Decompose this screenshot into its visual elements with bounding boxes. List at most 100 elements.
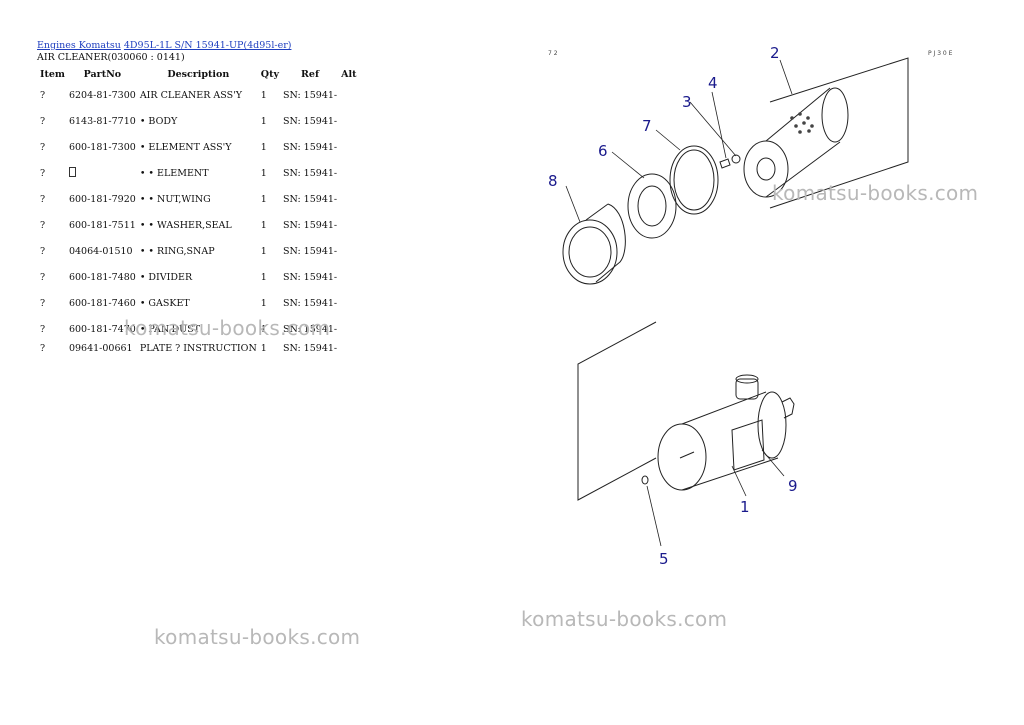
cell-alt bbox=[339, 342, 358, 354]
body-cylinder-edges bbox=[765, 87, 841, 198]
col-header-partno: PartNo bbox=[83, 68, 122, 80]
body-vent-holes bbox=[790, 112, 814, 134]
wing-nut bbox=[719, 158, 731, 169]
table-row: ? 600-181-7460 • GASKET 1 SN: 15941- bbox=[37, 290, 359, 316]
table-row: ? 600-181-7920 • • NUT,WING 1 SN: 15941- bbox=[37, 186, 359, 212]
cell-alt bbox=[339, 212, 358, 238]
callout-2: 2 bbox=[770, 44, 780, 62]
col-header-item: Item bbox=[40, 68, 65, 80]
breadcrumb-link-engines[interactable]: Engines Komatsu bbox=[37, 40, 121, 51]
table-row: ? 09641-00661 PLATE ? INSTRUCTION 1 SN: … bbox=[37, 342, 359, 354]
table-row: ? 6143-81-7710 • BODY 1 SN: 15941- bbox=[37, 108, 359, 134]
callout-5: 5 bbox=[659, 550, 669, 568]
cell-qty: 1 bbox=[260, 141, 267, 153]
cleaner-cylinder-edges bbox=[681, 391, 779, 491]
cell-alt bbox=[339, 290, 358, 316]
cell-item: ? bbox=[40, 141, 46, 153]
cell-ref: SN: 15941- bbox=[282, 193, 338, 205]
dust-pan-face bbox=[562, 219, 618, 285]
lower-assembly-drawing bbox=[577, 321, 795, 501]
inlet-pipe-top bbox=[735, 374, 759, 384]
table-row: ? 600-181-7511 • • WASHER,SEAL 1 SN: 159… bbox=[37, 212, 359, 238]
cell-qty: 1 bbox=[260, 271, 267, 283]
upper-assembly-drawing bbox=[562, 57, 909, 285]
breadcrumb: Engines Komatsu 4D95L-1L S/N 15941-UP(4d… bbox=[37, 40, 367, 52]
cell-qty: 1 bbox=[260, 245, 267, 257]
cell-description: PLATE ? INSTRUCTION bbox=[139, 342, 257, 354]
callout-1: 1 bbox=[740, 498, 750, 516]
cell-description: AIR CLEANER ASS'Y bbox=[139, 89, 242, 101]
cell-ref: SN: 15941- bbox=[282, 297, 338, 309]
gasket-ring-outer bbox=[669, 145, 719, 215]
wing-nut-stud bbox=[679, 451, 695, 459]
cell-item: ? bbox=[40, 323, 46, 335]
cell-item: ? bbox=[40, 167, 46, 179]
callout-6: 6 bbox=[598, 142, 608, 160]
cell-partno: 600-181-7300 bbox=[68, 141, 136, 153]
cell-description: • • WASHER,SEAL bbox=[139, 219, 232, 231]
cleaner-inlet-pipe bbox=[735, 378, 759, 400]
callout-8: 8 bbox=[548, 172, 558, 190]
seal-washer bbox=[731, 154, 741, 164]
watermark: komatsu-books.com bbox=[124, 316, 331, 340]
table-header-row: Item PartNo Description Qty Ref Alt bbox=[37, 66, 359, 82]
table-row: ? 6204-81-7300 AIR CLEANER ASS'Y 1 SN: 1… bbox=[37, 82, 359, 108]
watermark: komatsu-books.com bbox=[772, 181, 979, 205]
body-back-rim bbox=[821, 87, 849, 143]
cleaner-back-rim bbox=[757, 391, 787, 459]
cell-alt bbox=[339, 82, 358, 108]
cell-ref: SN: 15941- bbox=[282, 167, 338, 179]
body-outlet bbox=[756, 157, 776, 181]
lower-leader-lines bbox=[646, 449, 785, 547]
cell-description: • PAN,DUST bbox=[139, 323, 201, 335]
col-header-alt: Alt bbox=[341, 68, 357, 80]
section-title: AIR CLEANER(030060 : 0141) bbox=[37, 52, 185, 63]
cell-alt bbox=[339, 186, 358, 212]
breadcrumb-link-model[interactable]: 4D95L-1L S/N 15941-UP(4d95l-er) bbox=[123, 40, 292, 51]
cell-alt bbox=[339, 316, 358, 342]
cell-ref: SN: 15941- bbox=[282, 342, 338, 354]
table-row: ? 04064-01510 • • RING,SNAP 1 SN: 15941- bbox=[37, 238, 359, 264]
cell-alt bbox=[339, 160, 358, 186]
cell-alt bbox=[339, 134, 358, 160]
table-row: ? • • ELEMENT 1 SN: 15941- bbox=[37, 160, 359, 186]
cell-qty: 1 bbox=[260, 193, 267, 205]
cell-qty: 1 bbox=[260, 167, 267, 179]
cell-qty: 1 bbox=[260, 342, 267, 354]
cleaner-outlet bbox=[781, 397, 795, 419]
cell-partno: 600-181-7480 bbox=[68, 271, 136, 283]
cell-ref: SN: 15941- bbox=[282, 219, 338, 231]
cell-partno: 600-181-7470 bbox=[68, 323, 136, 335]
diagram-page-tag: 7 2 bbox=[548, 50, 558, 57]
cell-qty: 1 bbox=[260, 297, 267, 309]
mounting-plate-outline bbox=[769, 57, 909, 209]
cell-item: ? bbox=[40, 297, 46, 309]
dust-pan-body bbox=[585, 203, 626, 283]
cell-item: ? bbox=[40, 115, 46, 127]
cell-alt bbox=[339, 264, 358, 290]
cell-qty: 1 bbox=[260, 219, 267, 231]
dust-pan-lip bbox=[568, 226, 612, 278]
parts-table: Item PartNo Description Qty Ref Alt ? 62… bbox=[37, 66, 359, 354]
cell-partno: 09641-00661 bbox=[68, 342, 133, 354]
cell-partno bbox=[67, 160, 138, 186]
cell-ref: SN: 15941- bbox=[282, 89, 338, 101]
divider-inner bbox=[637, 185, 667, 227]
cell-qty: 1 bbox=[260, 89, 267, 101]
cell-ref: SN: 15941- bbox=[282, 271, 338, 283]
col-header-qty: Qty bbox=[260, 68, 279, 80]
parts-list-panel: Engines Komatsu 4D95L-1L S/N 15941-UP(4d… bbox=[37, 40, 367, 354]
cell-partno: 600-181-7920 bbox=[68, 193, 136, 205]
cell-description: • • RING,SNAP bbox=[139, 245, 215, 257]
exploded-parts-diagram: 7 2 P J 3 0 E bbox=[548, 44, 953, 568]
cell-partno: 600-181-7511 bbox=[68, 219, 136, 231]
cell-description: • • NUT,WING bbox=[139, 193, 211, 205]
cell-alt bbox=[339, 238, 358, 264]
watermark: komatsu-books.com bbox=[154, 625, 361, 649]
cell-item: ? bbox=[40, 193, 46, 205]
callout-7: 7 bbox=[642, 117, 652, 135]
watermark: komatsu-books.com bbox=[521, 607, 728, 631]
cell-description: • BODY bbox=[139, 115, 178, 127]
callout-4: 4 bbox=[708, 74, 718, 92]
instruction-plate bbox=[731, 419, 765, 471]
